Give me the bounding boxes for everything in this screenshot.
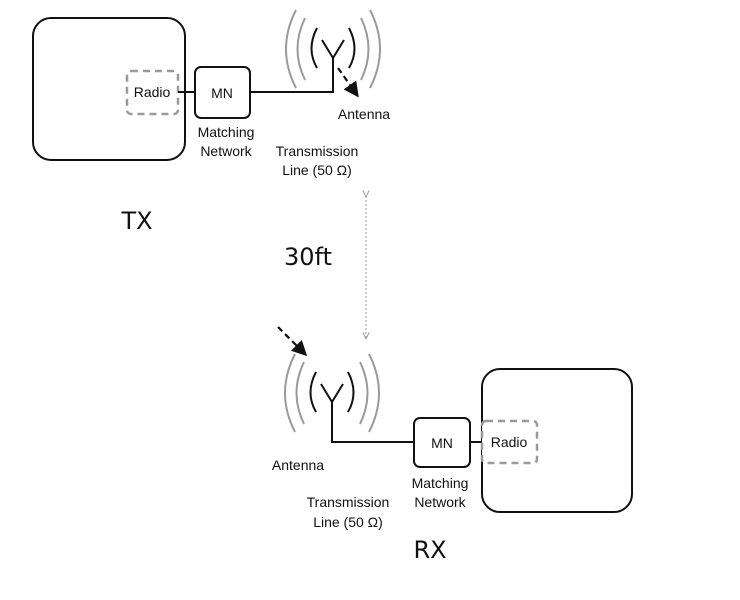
tx-radio-label: Radio — [134, 84, 171, 100]
rx-matching-network-line2: Network — [414, 494, 466, 510]
tx-antenna-icon — [285, 9, 381, 89]
tx-matching-network-line1: Matching — [198, 124, 255, 140]
rx-signal-arrow — [277, 326, 308, 357]
tx-transmission-line-label1: Transmission — [276, 143, 359, 159]
rx-transmission-line — [331, 402, 414, 443]
rx-radio-box — [480, 419, 539, 465]
tx-signal-arrow — [337, 67, 359, 98]
tx-matching-network-line2: Network — [200, 143, 252, 159]
rx-mn-label: MN — [431, 435, 453, 451]
rx-antenna-label: Antenna — [272, 457, 324, 473]
distance-label: 30ft — [284, 243, 332, 271]
tx-device-box — [32, 17, 186, 161]
rx-transmission-line-label1: Transmission — [307, 494, 390, 510]
tx-mn-label: MN — [211, 85, 233, 101]
tx-device-label: TX — [120, 207, 152, 235]
rx-device-label: RX — [413, 536, 446, 564]
tx-transmission-line — [250, 58, 334, 93]
tx-transmission-line-label2: Line (50 Ω) — [282, 162, 352, 178]
tx-antenna-label: Antenna — [338, 106, 390, 122]
rx-radio-label: Radio — [491, 434, 528, 450]
rx-matching-network-line1: Matching — [412, 475, 469, 491]
rx-transmission-line-label2: Line (50 Ω) — [313, 514, 383, 530]
